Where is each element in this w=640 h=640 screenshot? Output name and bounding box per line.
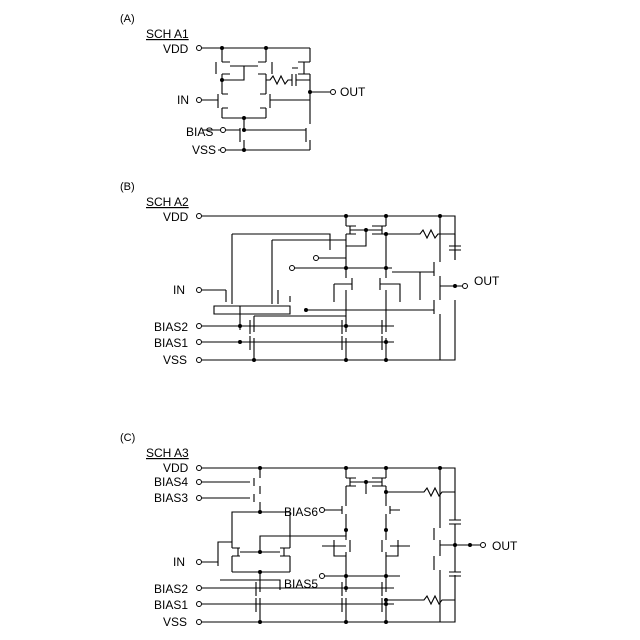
pin-label-vss: VSS	[163, 615, 187, 629]
pin-label-vdd: VDD	[163, 210, 189, 224]
pin-terminals-a2	[197, 214, 468, 363]
schematic-a2: (B) SCH A2 VDD IN BIAS2 BIAS1 VSS OUT	[120, 181, 500, 367]
schematic-a3: (C) SCH A3 VDD BIAS4 BIAS3 BIAS6 IN BIAS…	[120, 432, 518, 629]
schematic-a1: (A) SCH A1 VDD IN BIAS VSS OUT	[120, 13, 366, 157]
pin-label-vss: VSS	[192, 143, 216, 157]
section-tag-b: (B)	[120, 181, 135, 193]
pin-label-bias2: BIAS2	[154, 582, 188, 596]
pin-label-bias3: BIAS3	[154, 491, 188, 505]
circuit-wires-a2	[202, 216, 462, 360]
pin-label-bias1: BIAS1	[154, 598, 188, 612]
pin-label-out: OUT	[492, 539, 518, 553]
pin-label-in: IN	[177, 93, 189, 107]
pin-label-out: OUT	[340, 85, 366, 99]
pin-label-bias1: BIAS1	[154, 336, 188, 350]
pin-label-in: IN	[173, 283, 185, 297]
section-tag-a: (A)	[120, 13, 135, 25]
pin-label-in: IN	[173, 555, 185, 569]
schematic-title-a3: SCH A3	[146, 446, 189, 460]
circuit-wires-a3	[202, 468, 480, 622]
schematic-title-a2: SCH A2	[146, 195, 189, 209]
section-tag-c: (C)	[120, 432, 135, 444]
pin-label-out: OUT	[474, 274, 500, 288]
pin-label-vdd: VDD	[163, 42, 189, 56]
circuit-wires-a1	[202, 48, 330, 150]
pin-label-bias4: BIAS4	[154, 475, 188, 489]
pin-label-vss: VSS	[163, 353, 187, 367]
pin-label-bias: BIAS	[186, 125, 213, 139]
pin-label-bias5: BIAS5	[284, 577, 318, 591]
schematic-title-a1: SCH A1	[146, 27, 189, 41]
junction-dots-a2	[238, 214, 457, 362]
pin-label-bias2: BIAS2	[154, 320, 188, 334]
pin-label-vdd: VDD	[163, 461, 189, 475]
